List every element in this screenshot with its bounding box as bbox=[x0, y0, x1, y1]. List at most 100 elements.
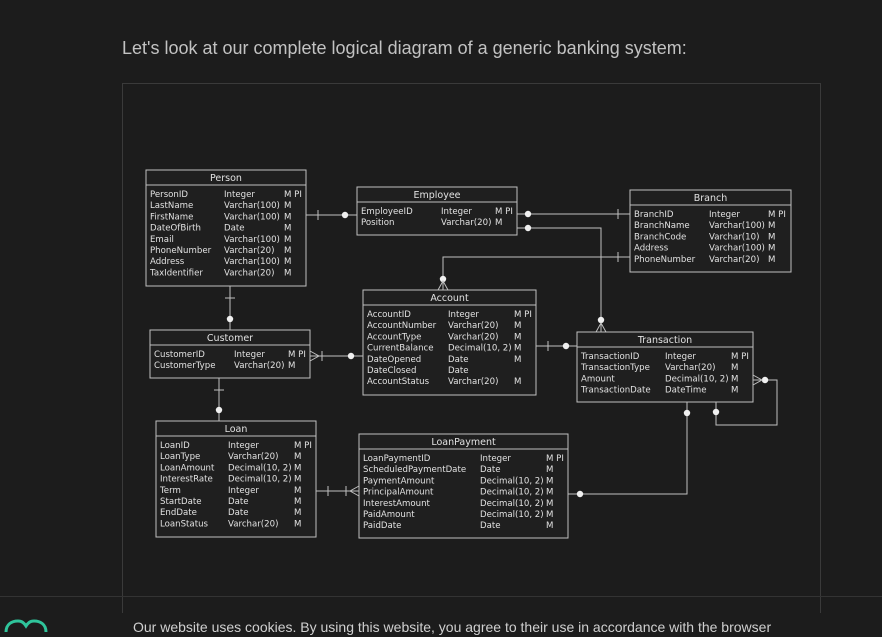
attribute-type: Varchar(20) bbox=[448, 377, 498, 387]
relationship-customer-loan bbox=[214, 378, 224, 421]
entity-title: Loan bbox=[225, 424, 248, 435]
attribute-name: TransactionDate bbox=[580, 386, 651, 396]
attribute-type: Decimal(10, 2) bbox=[480, 510, 544, 520]
attribute-name: StartDate bbox=[160, 497, 202, 507]
attribute-type: Varchar(100) bbox=[224, 257, 280, 267]
relationship-customer-account bbox=[309, 350, 363, 362]
relationship-branch-account bbox=[437, 252, 630, 291]
attribute-type: Varchar(20) bbox=[709, 255, 759, 265]
attribute-type: Date bbox=[480, 521, 501, 531]
attribute-flags: M PI bbox=[294, 441, 312, 451]
attribute-type: Decimal(10, 2) bbox=[448, 344, 512, 354]
attribute-type: Date bbox=[228, 497, 249, 507]
entity-title: Person bbox=[210, 173, 242, 184]
attribute-flags: M bbox=[546, 510, 553, 520]
attribute-name: PhoneNumber bbox=[634, 255, 696, 265]
attribute-flags: M bbox=[284, 201, 291, 211]
relationship-line bbox=[442, 256, 630, 290]
attribute-flags: M bbox=[546, 465, 553, 475]
attribute-type: Varchar(20) bbox=[448, 332, 498, 342]
relationship-account-transaction bbox=[536, 341, 577, 351]
attribute-flags: M PI bbox=[731, 352, 749, 362]
attribute-type: Integer bbox=[441, 207, 472, 217]
attribute-type: Varchar(20) bbox=[228, 452, 278, 462]
attribute-name: Term bbox=[159, 486, 181, 496]
attribute-type: Integer bbox=[234, 350, 265, 360]
attribute-type: Integer bbox=[224, 190, 255, 200]
attribute-name: Amount bbox=[581, 374, 615, 384]
attribute-flags: M PI bbox=[546, 454, 564, 464]
attribute-flags: M bbox=[284, 257, 291, 267]
attribute-flags: M bbox=[768, 244, 775, 254]
entity-title: Employee bbox=[413, 190, 460, 201]
attribute-name: TransactionID bbox=[580, 352, 640, 362]
attribute-type: Varchar(100) bbox=[224, 235, 280, 245]
attribute-type: Varchar(10) bbox=[709, 232, 759, 242]
optional-marker bbox=[215, 406, 223, 414]
relationship-line bbox=[568, 402, 688, 495]
attribute-name: CustomerID bbox=[154, 350, 205, 360]
attribute-flags: M bbox=[514, 332, 521, 342]
attribute-name: DateOpened bbox=[367, 355, 421, 365]
attribute-name: AccountStatus bbox=[367, 377, 430, 387]
attribute-type: Integer bbox=[228, 441, 259, 451]
attribute-flags: M bbox=[284, 246, 291, 256]
relationship-loan-loanpayment bbox=[316, 485, 360, 497]
attribute-flags: M PI bbox=[495, 207, 513, 217]
attribute-type: Decimal(10, 2) bbox=[228, 463, 292, 473]
attribute-name: PaidAmount bbox=[363, 510, 415, 520]
optional-marker bbox=[761, 376, 769, 384]
optional-marker bbox=[562, 342, 570, 350]
relationship-line bbox=[517, 227, 602, 332]
attribute-name: CurrentBalance bbox=[367, 344, 434, 354]
attribute-flags: M PI bbox=[284, 190, 302, 200]
attribute-flags: M bbox=[768, 255, 775, 265]
attribute-name: BranchCode bbox=[634, 232, 686, 242]
attribute-flags: M bbox=[294, 475, 301, 485]
attribute-name: ScheduledPaymentDate bbox=[363, 465, 466, 475]
attribute-type: Varchar(20) bbox=[234, 361, 284, 371]
attribute-type: Date bbox=[228, 508, 249, 518]
attribute-name: PaidDate bbox=[363, 521, 401, 531]
attribute-name: PrincipalAmount bbox=[363, 488, 434, 498]
attribute-flags: M PI bbox=[514, 310, 532, 320]
attribute-flags: M bbox=[546, 488, 553, 498]
attribute-type: Varchar(20) bbox=[665, 363, 715, 373]
many-marker bbox=[309, 350, 321, 362]
relationship-transaction-loanpayment bbox=[568, 402, 691, 498]
attribute-name: Email bbox=[150, 235, 174, 245]
attribute-name: LoanPaymentID bbox=[363, 454, 431, 464]
attribute-name: AccountType bbox=[367, 332, 421, 342]
many-marker bbox=[595, 321, 607, 333]
diagram-frame bbox=[122, 83, 821, 613]
relationship-employee-branch bbox=[517, 209, 630, 219]
optional-marker bbox=[524, 224, 532, 232]
attribute-flags: M bbox=[294, 463, 301, 473]
site-logo-icon bbox=[4, 618, 48, 637]
relationship-lines bbox=[214, 209, 778, 498]
attribute-flags: M bbox=[495, 218, 502, 228]
attribute-name: Position bbox=[361, 218, 394, 228]
attribute-flags: M bbox=[546, 499, 553, 509]
attribute-flags: M bbox=[514, 344, 521, 354]
entity-box bbox=[629, 189, 792, 273]
attribute-name: PaymentAmount bbox=[363, 476, 435, 486]
attribute-type: Varchar(20) bbox=[224, 246, 274, 256]
attribute-type: Varchar(20) bbox=[441, 218, 491, 228]
attribute-flags: M bbox=[284, 235, 291, 245]
attribute-flags: M bbox=[294, 497, 301, 507]
attribute-type: Integer bbox=[228, 486, 259, 496]
entity-title: Customer bbox=[207, 333, 253, 344]
attribute-name: PhoneNumber bbox=[150, 246, 212, 256]
attribute-type: Varchar(20) bbox=[224, 268, 274, 278]
attribute-flags: M bbox=[294, 519, 301, 529]
